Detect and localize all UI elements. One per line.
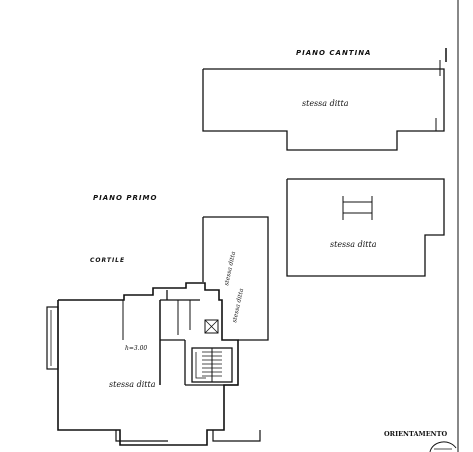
cortile-label: CORTILE xyxy=(90,257,125,264)
main-room-label: stessa ditta xyxy=(109,380,156,389)
cantina-room-label: stessa ditta xyxy=(302,99,349,108)
north-arrow-icon xyxy=(429,441,457,452)
wing-label-1: stessa ditta xyxy=(223,250,237,286)
cantina-lower-outline xyxy=(286,178,445,277)
height-label: h=3.00 xyxy=(125,345,147,352)
piano-primo-label: PIANO PRIMO xyxy=(93,194,157,202)
stairwell xyxy=(191,347,233,383)
orientamento-label: ORIENTAMENTO xyxy=(384,430,447,438)
interior-walls xyxy=(122,290,238,386)
main-floor-outline xyxy=(46,282,261,446)
wing-label-2: stessa ditta xyxy=(231,287,245,323)
piano-cantina-label: PIANO CANTINA xyxy=(296,49,371,57)
cantina-lower-room-label: stessa ditta xyxy=(330,240,377,249)
cantina-outline xyxy=(202,60,445,151)
wing-outline xyxy=(202,216,269,341)
